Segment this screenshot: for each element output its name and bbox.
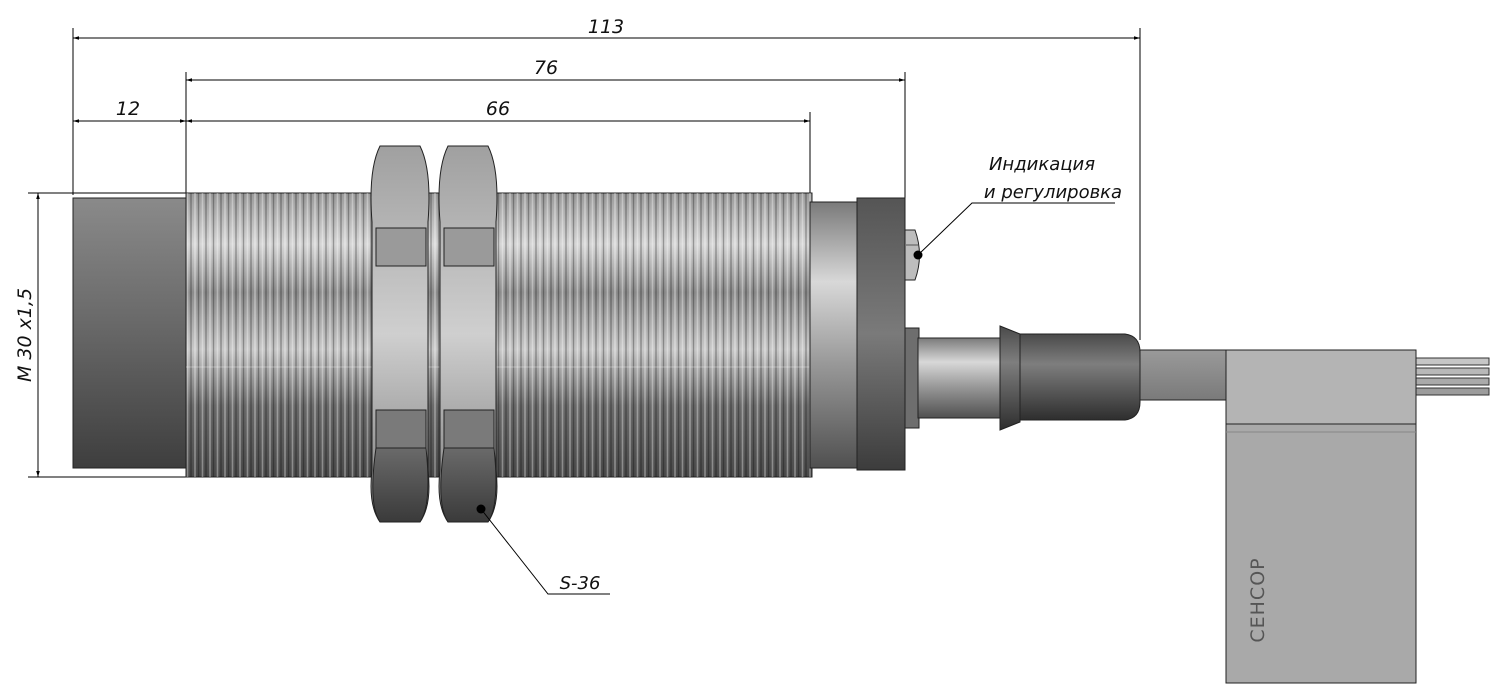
dim-66-label: 66: [486, 98, 510, 120]
dimension-113: 113: [73, 16, 1140, 40]
wires: [1414, 357, 1490, 396]
front-cap: [72, 197, 188, 469]
cable-boot: [1019, 333, 1141, 421]
dim-thread-label: M 30 x1,5: [14, 288, 36, 382]
threaded-body: [185, 192, 813, 478]
indicator-label-line2: и регулировка: [984, 182, 1122, 203]
hex-nut-left: [370, 145, 430, 523]
brand-label: СЕНСОР: [1247, 557, 1269, 642]
hex-nut-right: [438, 145, 498, 523]
dim-overall-label: 113: [588, 16, 624, 38]
leader-nut: S-36: [476, 504, 610, 595]
dim-76-label: 76: [534, 57, 558, 79]
cable: [1139, 349, 1229, 401]
extension-lines: [28, 28, 1141, 478]
nut-size-label: S-36: [560, 573, 601, 594]
dimension-thread: M 30 x1,5: [14, 193, 40, 477]
dim-12-label: 12: [116, 98, 140, 120]
dimension-12: 12: [73, 98, 186, 123]
label-tag: СЕНСОР: [1225, 349, 1417, 684]
connector-stem: [904, 325, 1021, 431]
leader-indicator: Индикация и регулировка: [913, 154, 1122, 260]
indicator-label-line1: Индикация: [989, 154, 1095, 175]
dimension-76: 76: [186, 57, 905, 82]
dimension-66: 66: [186, 98, 810, 123]
body-collar: [809, 197, 906, 471]
